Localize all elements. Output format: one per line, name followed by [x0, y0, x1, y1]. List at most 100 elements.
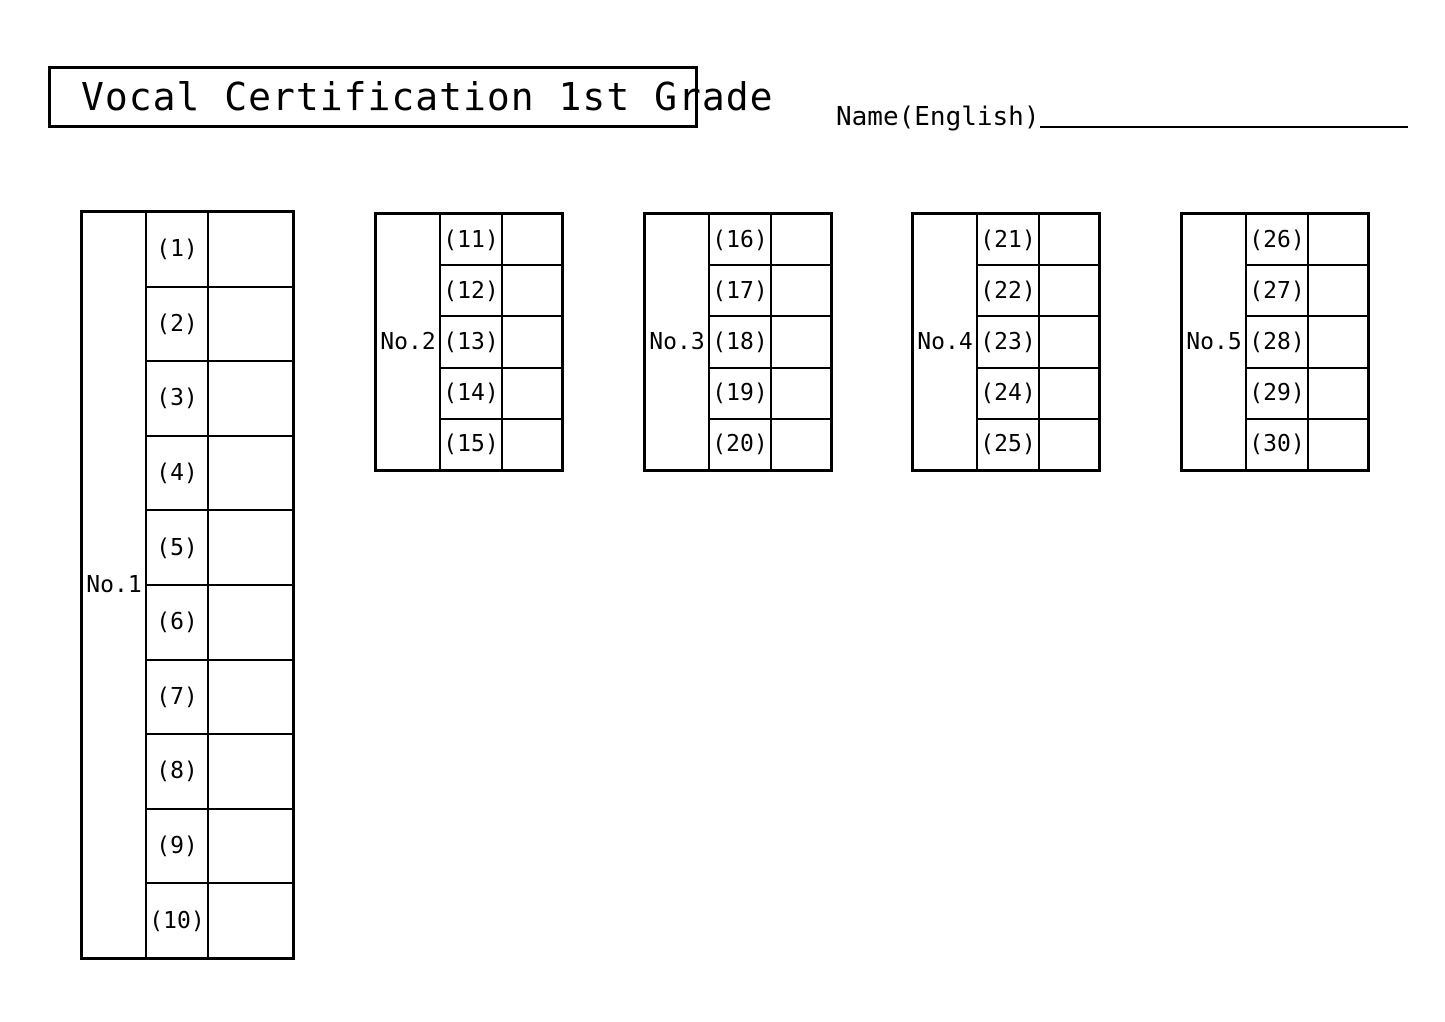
answer-cell[interactable] [1038, 366, 1098, 418]
row-number: (6) [145, 583, 207, 659]
row-number: (23) [976, 315, 1038, 367]
answer-table-no1: No.1 (1) (2) (3) (4) (5) (6) (7) [80, 210, 295, 960]
answer-cell[interactable] [770, 264, 830, 316]
table-row: (24) [976, 366, 1098, 418]
answer-cell[interactable] [1038, 215, 1098, 265]
answer-cell[interactable] [1307, 315, 1367, 367]
rows-wrap-no2: (11) (12) (13) (14) (15) [439, 215, 561, 470]
answer-cell[interactable] [501, 215, 561, 265]
row-number: (22) [976, 264, 1038, 316]
table-row: (8) [145, 733, 292, 808]
answer-cell[interactable] [1307, 264, 1367, 316]
answer-table-no5: No.5 (26) (27) (28) (29) (30) [1180, 212, 1370, 472]
answer-cell[interactable] [1307, 215, 1367, 265]
answer-cell[interactable] [501, 366, 561, 418]
table-row: (18) [708, 315, 830, 367]
row-number: (25) [976, 417, 1038, 470]
group-label-no2: No.2 [380, 329, 436, 355]
answer-cell[interactable] [770, 417, 830, 470]
row-number: (14) [439, 366, 501, 418]
answer-cell[interactable] [770, 215, 830, 265]
group-label-no1: No.1 [86, 572, 142, 598]
answer-cell[interactable] [207, 360, 292, 435]
table-row: (22) [976, 264, 1098, 316]
answer-cell[interactable] [501, 315, 561, 367]
row-number: (1) [145, 213, 207, 286]
table-row: (15) [439, 417, 561, 470]
answer-cell[interactable] [770, 366, 830, 418]
table-row: (17) [708, 264, 830, 316]
group-label-no5: No.5 [1186, 329, 1242, 355]
answer-cell[interactable] [207, 882, 292, 957]
row-number: (17) [708, 264, 770, 316]
answer-cell[interactable] [770, 315, 830, 367]
table-row: (19) [708, 366, 830, 418]
answer-cell[interactable] [501, 417, 561, 470]
title-box: Vocal Certification 1st Grade [48, 66, 772, 128]
row-number: (18) [708, 315, 770, 367]
answer-table-no4: No.4 (21) (22) (23) (24) (25) [911, 212, 1101, 472]
row-number: (16) [708, 215, 770, 265]
table-row: (29) [1245, 366, 1367, 418]
row-number: (28) [1245, 315, 1307, 367]
row-number: (20) [708, 417, 770, 470]
answer-cell[interactable] [207, 509, 292, 584]
answer-cell[interactable] [207, 285, 292, 361]
group-label-no3: No.3 [649, 329, 705, 355]
table-row: (3) [145, 360, 292, 435]
table-row: (27) [1245, 264, 1367, 316]
table-row: (11) [439, 215, 561, 265]
row-number: (9) [145, 807, 207, 883]
rows-wrap-no5: (26) (27) (28) (29) (30) [1245, 215, 1367, 470]
row-number: (7) [145, 658, 207, 734]
row-number: (30) [1245, 417, 1307, 470]
table-row: (16) [708, 215, 830, 265]
answer-cell[interactable] [1038, 417, 1098, 470]
page-title: Vocal Certification 1st Grade [81, 75, 774, 119]
answer-cell[interactable] [1038, 315, 1098, 367]
table-row: (20) [708, 417, 830, 470]
answer-cell[interactable] [1307, 417, 1367, 470]
rows-wrap-no1: (1) (2) (3) (4) (5) (6) (7) (8) [145, 213, 292, 957]
rows-wrap-no4: (21) (22) (23) (24) (25) [976, 215, 1098, 470]
row-number: (24) [976, 366, 1038, 418]
name-label: Name(English) [836, 102, 1040, 132]
answer-cell[interactable] [1038, 264, 1098, 316]
row-number: (11) [439, 215, 501, 265]
table-row: (6) [145, 583, 292, 659]
answer-cell[interactable] [207, 213, 292, 286]
name-field: Name(English) [836, 104, 1408, 130]
row-number: (27) [1245, 264, 1307, 316]
answer-cell[interactable] [207, 807, 292, 883]
row-number: (12) [439, 264, 501, 316]
row-number: (19) [708, 366, 770, 418]
answer-table-no3: No.3 (16) (17) (18) (19) (20) [643, 212, 833, 472]
row-number: (26) [1245, 215, 1307, 265]
row-number: (15) [439, 417, 501, 470]
table-row: (26) [1245, 215, 1367, 265]
answer-cell[interactable] [207, 733, 292, 808]
table-row: (7) [145, 658, 292, 734]
answer-table-no2: No.2 (11) (12) (13) (14) (15) [374, 212, 564, 472]
row-number: (4) [145, 434, 207, 510]
row-number: (13) [439, 315, 501, 367]
answer-cell[interactable] [207, 583, 292, 659]
answer-cell[interactable] [207, 658, 292, 734]
table-row: (12) [439, 264, 561, 316]
answer-cell[interactable] [1307, 366, 1367, 418]
answer-cell[interactable] [501, 264, 561, 316]
answer-cell[interactable] [207, 434, 292, 510]
row-number: (8) [145, 733, 207, 808]
row-number: (3) [145, 360, 207, 435]
table-row: (5) [145, 509, 292, 584]
table-row: (9) [145, 807, 292, 883]
row-number: (5) [145, 509, 207, 584]
table-row: (4) [145, 434, 292, 510]
table-row: (13) [439, 315, 561, 367]
table-row: (10) [145, 882, 292, 957]
name-input-line[interactable] [1039, 126, 1408, 128]
row-number: (29) [1245, 366, 1307, 418]
row-number: (21) [976, 215, 1038, 265]
table-row: (25) [976, 417, 1098, 470]
table-row: (28) [1245, 315, 1367, 367]
